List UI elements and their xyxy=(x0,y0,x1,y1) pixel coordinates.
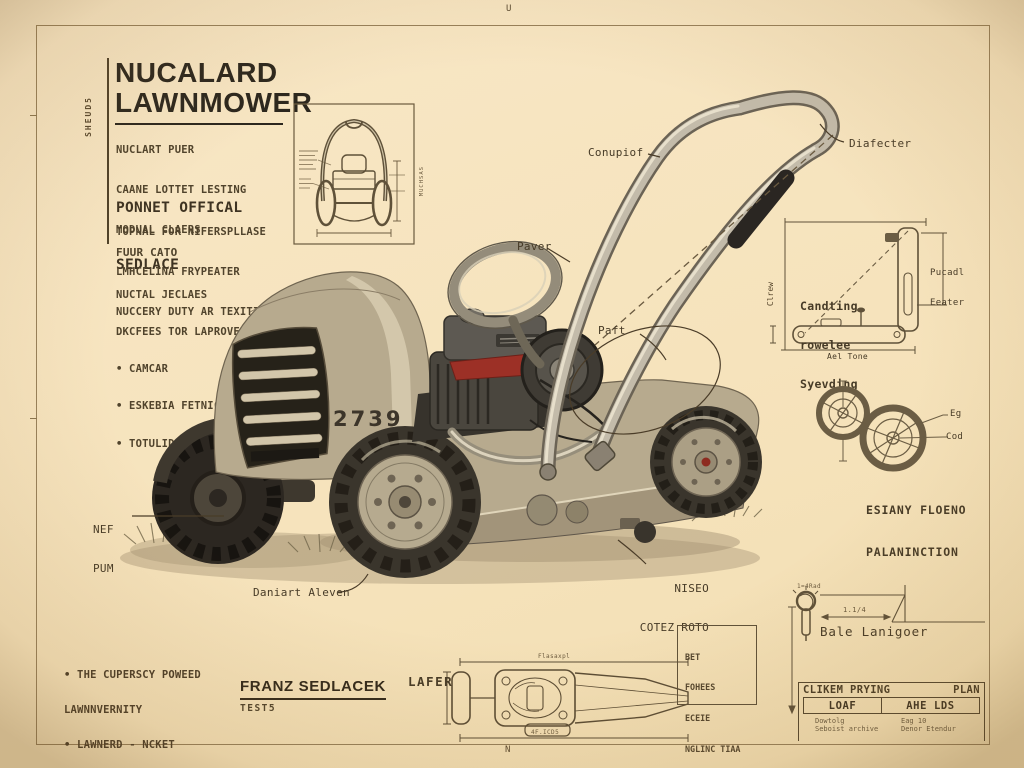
paft-callout-ellipse xyxy=(569,325,721,435)
spec-paragraph-4: FUUR CATO xyxy=(116,246,178,259)
bracket-detail-diagram xyxy=(770,218,947,354)
table-cell-left: LOAF xyxy=(804,698,882,713)
top-view-dim-top: Flasaxpl xyxy=(538,653,571,660)
frame-tick-left-upper xyxy=(30,115,37,117)
margin-vertical-text: SHEUD5 xyxy=(84,96,93,137)
rear-wheel xyxy=(650,406,762,518)
title-table: CLIKEM PRYING PLAN LOAF AHE LDS Dowtolg … xyxy=(798,682,985,741)
grille xyxy=(231,326,330,469)
callout-part: Paft xyxy=(598,324,626,337)
frame-mark-bottom: N xyxy=(505,745,511,755)
title-line-2: LAWNMOWER xyxy=(115,87,313,118)
hook-dim: 1.1/4 xyxy=(843,606,867,614)
title-left-rule xyxy=(107,58,109,244)
table-header-left: CLIKEM PRYING xyxy=(803,684,891,696)
leader-lines xyxy=(132,123,845,593)
frame-mark-top: U xyxy=(506,4,512,14)
hook-label: Bale Lanigoer xyxy=(820,624,929,639)
top-view-label: LAFER xyxy=(408,674,454,689)
callout-deck-left: Daniart Aleven xyxy=(253,586,350,599)
handle-grip xyxy=(727,169,795,249)
inset-dimension-lines xyxy=(316,160,405,237)
frame-tick-left-lower xyxy=(30,418,37,420)
inset-front-view-diagram xyxy=(293,103,415,245)
callout-power: Paver xyxy=(517,240,552,253)
notes-box: BET FOHEES ECEIE NGLINC TIAA HYFEOR GUTT… xyxy=(677,625,757,754)
bracket-dim-bottom: Ael Tone xyxy=(827,352,868,361)
bracket-dim-left: Clrew xyxy=(766,282,775,307)
hood: 2739 xyxy=(213,271,435,480)
wheels-dim-eg: Eg xyxy=(950,409,962,419)
center-wheel xyxy=(329,426,481,578)
handlebar xyxy=(539,90,840,481)
footer-notes: • THE CUPERSCY POWEED LAWNNVERNITY • LAW… xyxy=(64,668,201,752)
page-border-frame xyxy=(36,25,990,745)
bracket-dim-right: Pucadl Eeater xyxy=(930,268,965,308)
grip-loop xyxy=(447,240,563,369)
deck-roller xyxy=(634,521,656,543)
wheels-detail-diagram xyxy=(816,380,948,472)
hook-dim-top: 1=4Rad xyxy=(797,583,822,590)
hook-detail-diagram xyxy=(788,585,985,715)
signature-block: FRANZ SEDLACEK TEST5 xyxy=(240,676,386,714)
table-sub-left: Dowtolg Seboist archive xyxy=(815,717,879,734)
hub-red-center xyxy=(701,457,711,467)
top-view-diagram xyxy=(443,658,689,742)
wheels-caption: ESIANY FLOENO PALANINCTION xyxy=(866,503,967,559)
title-line-1: NUCALARD xyxy=(115,57,278,88)
table-sub-right: Eag 10 Denor Etendur xyxy=(901,717,956,734)
callout-wheel: NEF PUM xyxy=(93,523,114,575)
dashed-guide-line xyxy=(594,134,834,346)
inset-micro-text-lines xyxy=(299,150,332,190)
spec-paragraph-2: PONNET OFFICAL SEDLACE xyxy=(116,200,243,273)
signature-sub: TEST5 xyxy=(240,703,277,714)
callout-deck-right: NISEO COTEZ ROTO xyxy=(639,582,709,634)
callout-handle: Conupiof xyxy=(588,146,644,159)
spec-paragraph-1: NUCLART PUER CAANE LOTTET LESTING MODUAL… xyxy=(116,144,247,236)
bracket-tab xyxy=(885,233,899,242)
model-number: 2739 xyxy=(333,407,403,431)
wheels-dim-cod: Cod xyxy=(946,432,964,442)
callout-deflector: Diafecter xyxy=(849,137,912,150)
handle-deck-bracket xyxy=(584,440,616,472)
signature-name: FRANZ SEDLACEK xyxy=(240,678,386,700)
top-view-dim-bottom: 4F.ICD5 xyxy=(531,729,560,736)
drawing-title: NUCALARD LAWNMOWER xyxy=(115,57,313,125)
table-header-right: PLAN xyxy=(953,684,980,696)
table-cell-right: AHE LDS xyxy=(906,699,955,712)
lawnmower-illustration: 2739 xyxy=(120,90,845,593)
